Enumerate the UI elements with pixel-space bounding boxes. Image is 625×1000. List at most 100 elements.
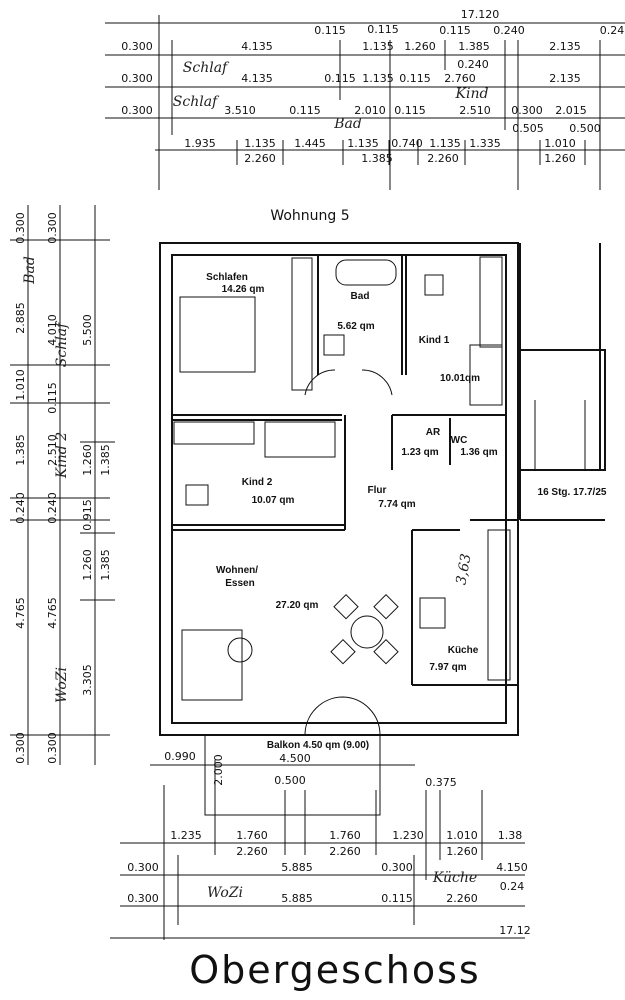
room-label: 14.26 qm: [222, 284, 265, 295]
handwritten-note: Küche: [432, 870, 477, 886]
furniture: [173, 256, 586, 816]
floor-title: Obergeschoss: [189, 948, 480, 992]
dimension-label: 0.115: [46, 382, 59, 414]
room-label: 7.97 qm: [429, 662, 466, 673]
dimension-label: 0.300: [121, 72, 153, 85]
dimension-label: 1.135: [347, 137, 379, 150]
dimension-label: 0.24: [600, 24, 625, 37]
dimension-label: 0.240: [46, 492, 59, 524]
dimension-label: 1.385: [99, 444, 112, 476]
dimension-label: 0.300: [14, 212, 27, 244]
handwritten-note: Bad: [22, 256, 38, 285]
dimension-label: 5.885: [281, 892, 313, 905]
dimension-label: 5.885: [281, 861, 313, 874]
dimension-label: 1.135: [362, 40, 394, 53]
room-label: 1.23 qm: [401, 447, 438, 458]
dimension-label: 2.510: [46, 434, 59, 466]
dimension-label: 4.500: [279, 752, 311, 765]
dimension-label: 0.300: [121, 104, 153, 117]
dimension-label: 1.010: [446, 829, 478, 842]
dimension-label: 1.385: [458, 40, 490, 53]
dimension-label: 17.12: [499, 924, 531, 937]
dimension-label: 1.260: [81, 549, 94, 581]
room-label: Balkon 4.50 qm (9.00): [267, 740, 369, 751]
dimension-label: 0.115: [367, 23, 399, 36]
dimension-label: 2.260: [446, 892, 478, 905]
dimension-label: 0.300: [511, 104, 543, 117]
dimension-label: 1.335: [469, 137, 501, 150]
dimension-label: 2.885: [14, 302, 27, 334]
dimension-label: 0.115: [394, 104, 426, 117]
dimension-label: 0.740: [391, 137, 423, 150]
dimension-label: 4.150: [496, 861, 528, 874]
dimension-label: 0.24: [500, 880, 525, 893]
room-label: Kind 2: [242, 477, 273, 488]
room-label: WC: [451, 435, 468, 446]
handwritten-note: Schlaf: [173, 94, 220, 110]
dimension-label: 0.115: [324, 72, 356, 85]
room-label: Essen: [225, 578, 254, 589]
walls: [159, 242, 606, 736]
handwritten-note: Kind: [455, 86, 489, 102]
room-label: 1.36 qm: [460, 447, 497, 458]
dimension-label: 0.300: [121, 40, 153, 53]
handwritten-note: 3,63: [453, 552, 474, 586]
apartment-title: Wohnung 5: [270, 208, 349, 224]
bottom-dimension-lines: [110, 760, 525, 940]
room-label: Kind 1: [419, 335, 450, 346]
dimension-label: 3.510: [224, 104, 256, 117]
dimension-label: 0.240: [493, 24, 525, 37]
dimension-label: 1.260: [81, 444, 94, 476]
handwritten-note: Schlaf: [54, 320, 70, 367]
dimension-label: 2.760: [444, 72, 476, 85]
dimension-label: 1.260: [544, 152, 576, 165]
dimension-label: 2.260: [244, 152, 276, 165]
dimension-label: 0.500: [274, 774, 306, 787]
dimension-label: 2.260: [329, 845, 361, 858]
room-label: 16 Stg. 17.7/25: [538, 487, 607, 498]
dimension-label: 1.760: [329, 829, 361, 842]
room-label: 5.62 qm: [337, 321, 374, 332]
dimension-label: 0.505: [512, 122, 544, 135]
labels: 17.120 0.300 4.135 0.115 1.135 0.115 1.260 0.11…: [14, 8, 624, 992]
room-label: 27.20 qm: [276, 600, 319, 611]
dimension-label: 2.015: [555, 104, 587, 117]
dimension-label: 1.260: [446, 845, 478, 858]
left-dimension-lines: [10, 205, 115, 765]
dimension-label: 3.305: [81, 664, 94, 696]
dimension-label: 1.445: [294, 137, 326, 150]
dimension-label: 1.385: [99, 549, 112, 581]
dimension-label: 4.135: [241, 40, 273, 53]
dimension-label: 1.760: [236, 829, 268, 842]
room-label: Schlafen: [206, 272, 248, 283]
room-label: Bad: [351, 291, 370, 302]
dimension-label: 0.300: [14, 732, 27, 764]
dimension-label: 0.115: [314, 24, 346, 37]
room-label: 10.07 qm: [252, 495, 295, 506]
dimension-label: 1.935: [184, 137, 216, 150]
dimension-label: 1.385: [14, 434, 27, 466]
dimension-label: 17.120: [461, 8, 500, 21]
dimension-label: 1.135: [244, 137, 276, 150]
dimension-label: 0.115: [289, 104, 321, 117]
dimension-label: 1.010: [14, 369, 27, 401]
handwritten-note: WoZi: [207, 885, 243, 901]
dimension-label: 0.915: [81, 499, 94, 531]
dimension-label: 0.300: [127, 861, 159, 874]
handwritten-note: Schlaf: [183, 60, 230, 76]
dimension-label: 0.300: [46, 212, 59, 244]
room-label: AR: [426, 427, 441, 438]
dimension-label: 1.235: [170, 829, 202, 842]
dimension-label: 1.135: [429, 137, 461, 150]
dimension-label: 1.38: [498, 829, 523, 842]
room-label: Wohnen/: [216, 565, 258, 576]
dimension-label: 1.260: [404, 40, 436, 53]
room-label: 10.01qm: [440, 373, 480, 384]
handwritten-note: WoZi: [54, 667, 70, 703]
dimension-label: 1.230: [392, 829, 424, 842]
room-label: Küche: [448, 645, 479, 656]
dimension-label: 0.500: [569, 122, 601, 135]
dimension-label: 2.010: [354, 104, 386, 117]
dimension-label: 4.135: [241, 72, 273, 85]
dimension-label: 2.260: [427, 152, 459, 165]
